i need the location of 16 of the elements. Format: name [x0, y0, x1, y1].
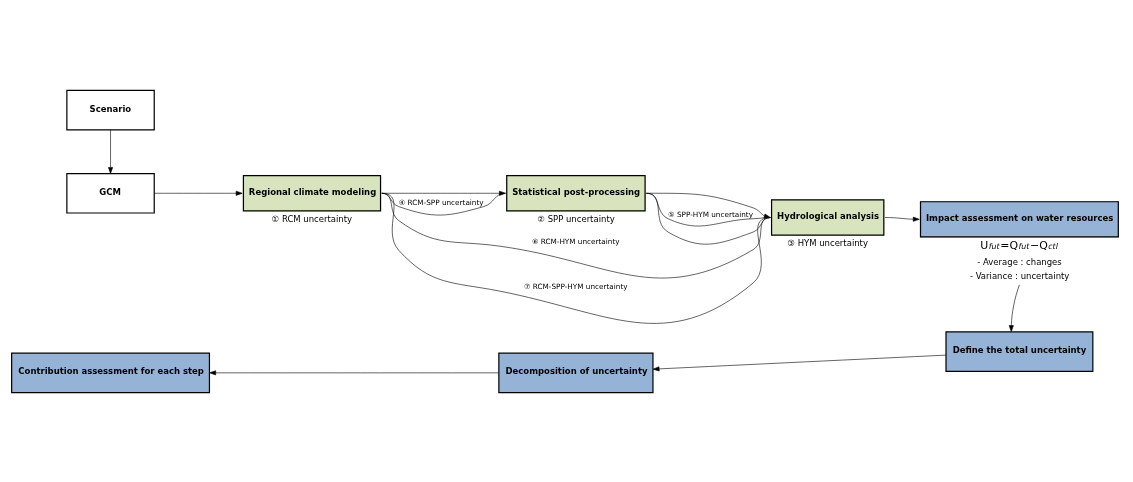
arrow — [108, 129, 113, 174]
arrow — [209, 369, 500, 375]
node-label: - Average : changes — [977, 256, 1062, 267]
node-label: ③ HYM uncertainty — [787, 237, 868, 248]
arrow — [884, 216, 920, 222]
arrow — [1008, 284, 1020, 332]
node-box: Scenario — [66, 89, 155, 130]
node-box: GCM — [66, 172, 155, 214]
node-box: Decomposition of uncertainty — [498, 352, 654, 393]
node-label: ② SPP uncertainty — [537, 213, 615, 224]
node-label: - Variance : uncertainty — [969, 270, 1070, 281]
arrow — [153, 190, 243, 196]
node-box: Define the total uncertainty — [945, 330, 1094, 372]
node-box: Contribution assessment for each step — [11, 352, 211, 393]
node-label: ① RCM uncertainty — [271, 213, 353, 224]
arrow — [652, 354, 947, 371]
